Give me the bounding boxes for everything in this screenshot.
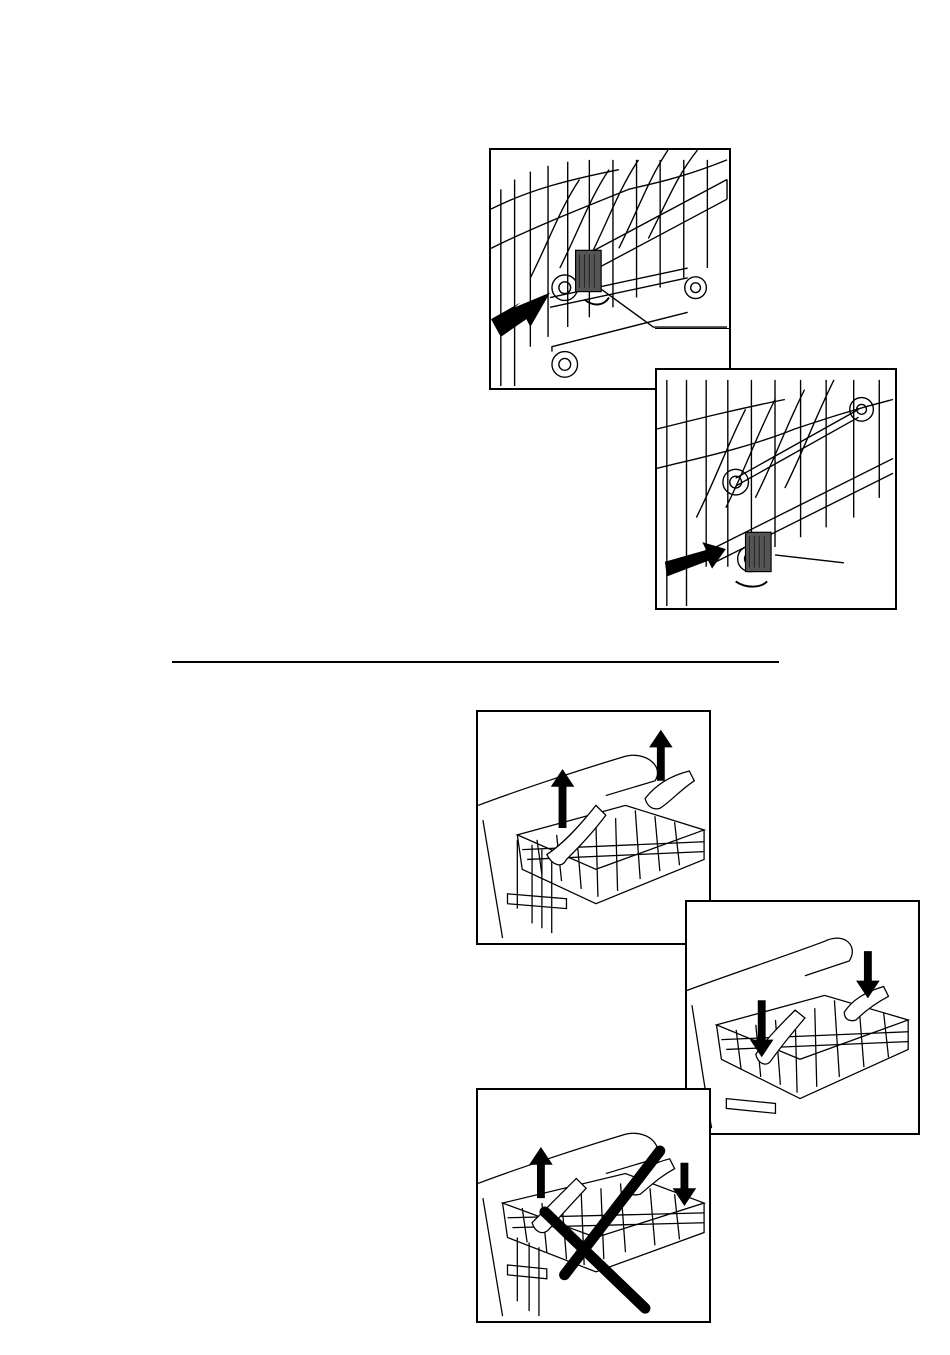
- arrow-up-icon: [529, 1147, 553, 1198]
- illustration-basket-lower: [687, 902, 918, 1133]
- figure-upper-basket-rail-lock: [655, 368, 897, 610]
- arrow-up-icon: [649, 730, 673, 781]
- illustration-basket-raise: [478, 712, 709, 943]
- arrow-right-icon: [665, 542, 726, 576]
- arrow-up-icon: [551, 769, 575, 828]
- illustration-basket-wrong: [478, 1090, 709, 1321]
- figure-basket-lower-both-sides: [685, 900, 920, 1135]
- illustration-rail-lock: [657, 370, 895, 608]
- latch-icon: [746, 532, 772, 571]
- cross-out-icon: [545, 1151, 660, 1308]
- arrow-down-icon: [673, 1163, 697, 1206]
- illustration-rail-release: [491, 150, 729, 388]
- leader-line: [655, 328, 730, 329]
- section-divider: [172, 661, 779, 663]
- arrow-left-icon: [491, 293, 550, 337]
- latch-icon: [576, 250, 602, 291]
- hand-icon: [645, 771, 694, 809]
- figure-upper-basket-rail-release: [489, 148, 731, 390]
- figure-basket-raise-both-sides: [476, 710, 711, 945]
- figure-basket-one-side-wrong: [476, 1088, 711, 1323]
